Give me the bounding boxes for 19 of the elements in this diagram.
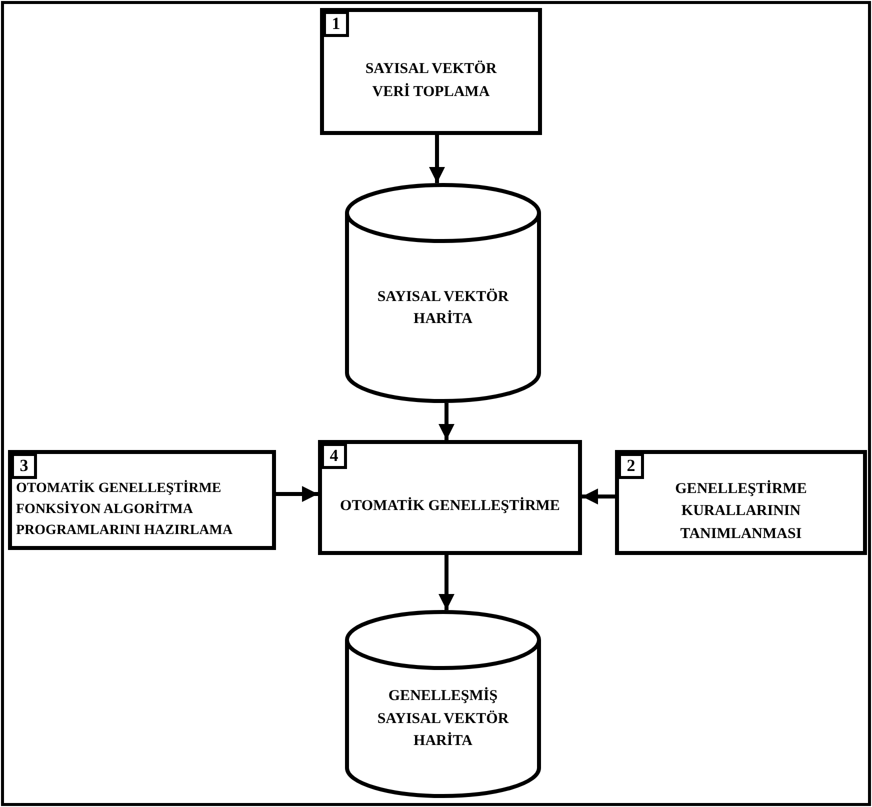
process-box — [318, 440, 582, 555]
process-box — [615, 450, 867, 555]
process-box — [320, 8, 542, 135]
node-label: GENELLEŞTİRME KURALLARININ TANIMLANMASI — [674, 479, 808, 544]
arrow — [438, 555, 454, 610]
step-number: 3 — [11, 453, 37, 479]
arrow — [276, 486, 318, 502]
node-label: GENELLEŞMİŞ SAYISAL VEKTÖR HARİTA — [376, 686, 510, 752]
node-label: SAYISAL VEKTÖR HARİTA — [376, 288, 510, 329]
step-number: 1 — [323, 11, 349, 37]
process-box — [8, 450, 276, 550]
arrow — [429, 135, 445, 183]
step-number: 2 — [618, 453, 644, 479]
step-number: 4 — [321, 443, 347, 469]
node-label: SAYISAL VEKTÖR VERİ TOPLAMA — [364, 60, 498, 102]
arrow — [582, 488, 615, 504]
node-label: OTOMATİK GENELLEŞTİRME FONKSİYON ALGORİTMA PROGRAMLARINI HAZIRLAMA — [16, 479, 234, 540]
node-label: OTOMATİK GENELLEŞTİRME — [340, 496, 560, 516]
arrow — [438, 403, 454, 440]
